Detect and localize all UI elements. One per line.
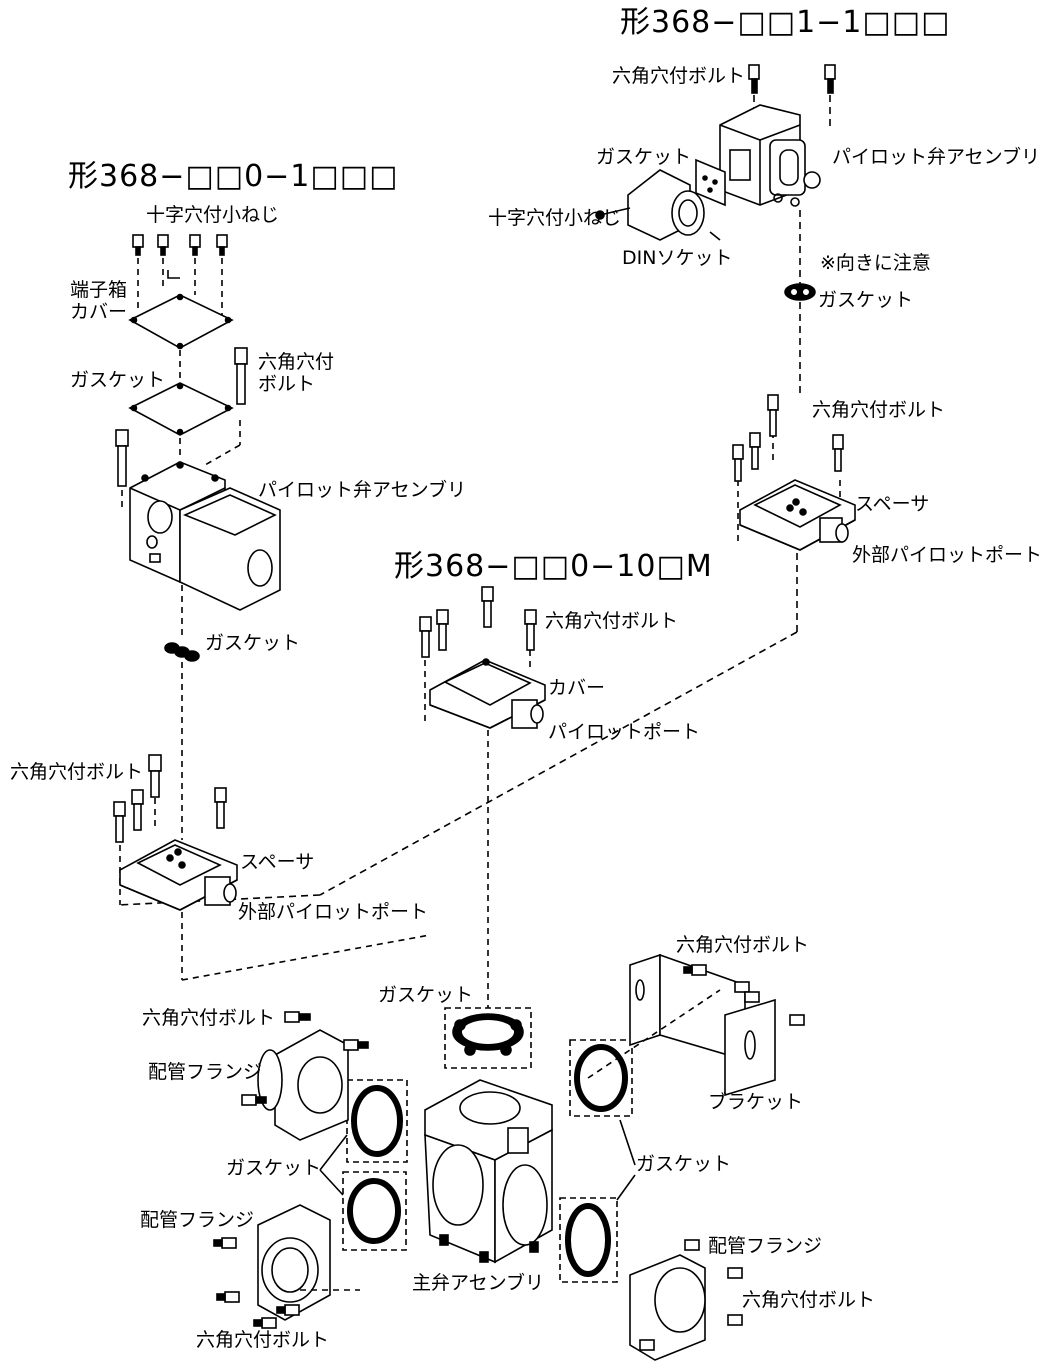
label-ext-pilot-port-right: 外部パイロットポート (852, 544, 1043, 566)
gasket-left-top (115, 347, 248, 510)
label-hex-bolt-center: 六角穴付ボルト (545, 610, 679, 632)
label-gasket-orientation: ガスケット (818, 289, 914, 311)
label-hex-bolt-spacer-left: 六角穴付ボルト (10, 761, 144, 783)
label-gasket-left-mid: ガスケット (205, 632, 301, 654)
label-cross-screw-top: 十字穴付小ねじ (488, 207, 622, 229)
pilot-valve-assembly-left (129, 461, 281, 640)
model-number-left: 形368−□□0−1□□□ (68, 159, 399, 194)
label-cross-screw-left: 十字穴付小ねじ (146, 204, 280, 226)
label-pilot-valve-top: パイロット弁アセンブリ (832, 146, 1041, 168)
label-pilot-port: パイロットポート (548, 721, 701, 743)
label-gasket-left-top: ガスケット (70, 369, 166, 391)
label-pipe-flange-lr: 配管フランジ (708, 1235, 823, 1257)
main-valve-assembly (424, 1007, 553, 1264)
label-hex-bolt-left-l2: ボルト (258, 373, 316, 395)
label-gasket-top: ガスケット (596, 146, 692, 168)
pilot-valve-assembly-top (719, 64, 836, 285)
label-hex-bolt-right: 六角穴付ボルト (812, 399, 946, 421)
label-main-valve-assy: 主弁アセンブリ (412, 1272, 545, 1294)
label-bracket: ブラケット (708, 1091, 804, 1113)
label-terminal-box-l2: カバー (70, 301, 128, 323)
label-orientation-note: ※向きに注意 (820, 252, 931, 274)
label-hex-bolt-top: 六角穴付ボルト (612, 65, 746, 87)
label-terminal-box-l1: 端子箱 (70, 279, 128, 301)
label-hex-bolt-flange-ll: 六角穴付ボルト (196, 1329, 330, 1351)
label-gasket-main-top: ガスケット (378, 984, 474, 1006)
label-hex-bolt-flange-lr: 六角穴付ボルト (742, 1289, 876, 1311)
spacer-left (113, 754, 431, 981)
pipe-flange-upper-left (241, 1011, 369, 1141)
pipe-flange-lower-left (213, 1204, 360, 1329)
label-pipe-flange-ll: 配管フランジ (140, 1209, 255, 1231)
terminal-box-cover (128, 234, 234, 385)
din-socket (595, 158, 726, 241)
label-gasket-right-rings: ガスケット (636, 1153, 732, 1175)
label-pilot-valve-left: パイロット弁アセンブリ (258, 479, 467, 501)
model-number-top-right: 形368−□□1−1□□□ (620, 5, 951, 40)
pilot-port-cover (419, 586, 546, 1008)
label-spacer-right: スペーサ (855, 493, 930, 515)
label-gasket-left-rings: ガスケット (226, 1157, 322, 1179)
label-hex-bolt-bracket: 六角穴付ボルト (676, 934, 810, 956)
label-hex-bolt-left-l1: 六角穴付 (258, 351, 335, 373)
label-hex-bolt-flange-ul: 六角穴付ボルト (142, 1007, 276, 1029)
label-pipe-flange-ul: 配管フランジ (148, 1061, 263, 1083)
gasket-left-mid (164, 642, 200, 840)
pipe-flange-lower-right (629, 1239, 743, 1361)
gasket-orientation (784, 283, 816, 395)
label-ext-pilot-port-left: 外部パイロットポート (238, 901, 429, 923)
label-spacer-left: スペーサ (240, 851, 315, 873)
gasket-rings (319, 1039, 636, 1283)
model-number-center: 形368−□□0−10□M (394, 549, 713, 584)
spacer-right (737, 410, 856, 551)
label-cover: カバー (548, 677, 606, 699)
bracket (587, 953, 805, 1097)
label-din-socket: DINソケット (622, 247, 733, 269)
